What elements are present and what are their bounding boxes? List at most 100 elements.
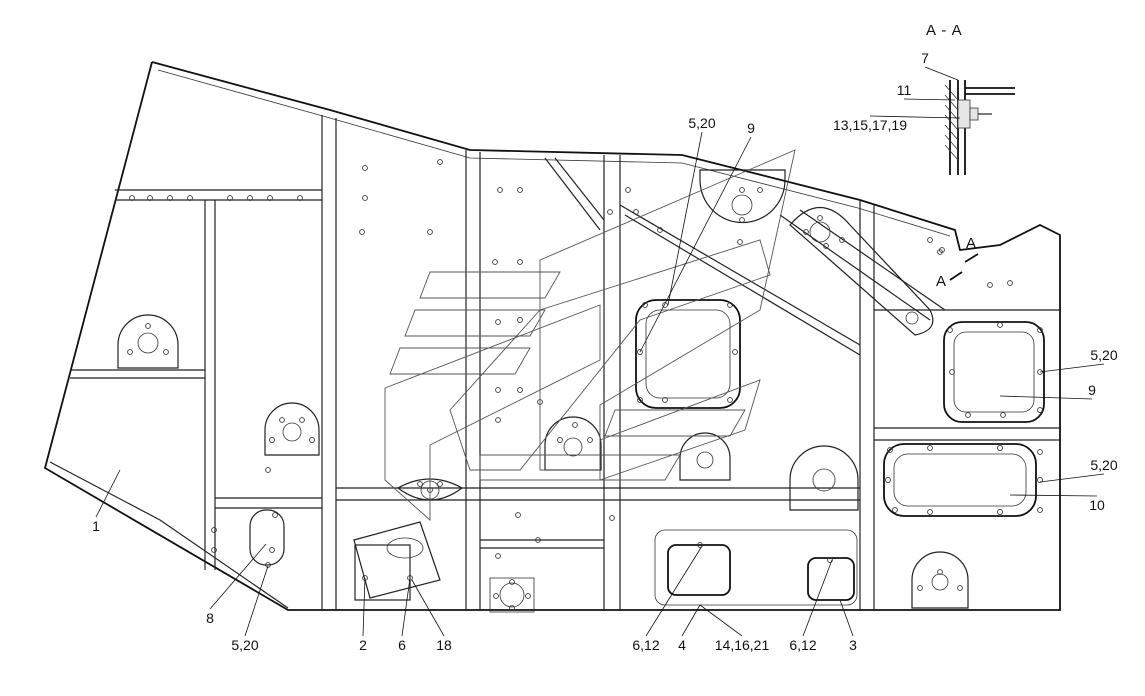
vertical-posts [204,115,875,610]
fastener-hole [892,507,898,513]
leader-line-c-3 [839,599,854,637]
fastener-hole [493,593,499,599]
callout-label-c-5-20-r2: 5,20 [1090,457,1117,473]
callout-label-c-6-12-a: 6,12 [632,637,659,653]
fastener-hole [145,323,151,329]
bracket-center-right [679,432,731,481]
fastener-hole [167,195,173,201]
fastener-hole [497,187,503,193]
fastener-hole [625,187,631,193]
fastener-hole [633,209,639,215]
fastener-hole [265,467,271,473]
section-mark-upper: A [966,235,977,252]
fastener-hole [927,237,933,243]
fastener-hole [437,481,443,487]
fastener-hole [227,195,233,201]
fastener-hole [957,585,963,591]
fastener-hole [727,302,733,308]
fastener-hole [587,437,593,443]
fastener-hole [509,579,515,585]
fastener-hole [147,195,153,201]
fastener-hole [739,217,745,223]
leader-lines [95,66,1105,637]
fastener-hole [299,417,305,423]
horizontal-rails [70,189,1060,549]
cover-bottom-frame [654,529,858,606]
fastener-hole [495,319,501,325]
callout-label-c-6: 6 [398,637,406,653]
fastener-hole [517,387,523,393]
callout-label-c-9-r: 9 [1088,382,1096,398]
fastener-hole [272,512,278,518]
fastener-hole [362,195,368,201]
fastener-hole [437,159,443,165]
fastener-hole [657,227,663,233]
fastener-hole [987,282,993,288]
fastener-hole [827,557,833,563]
fastener-hole [839,237,845,243]
fastener-hole [1037,407,1043,413]
callout-label-c-5-20-bl: 5,20 [231,637,258,653]
callout-label-c-14-16-21: 14,16,21 [715,637,770,653]
hatches [249,299,1045,606]
watermark [384,149,796,522]
hatch-bottom-left [667,544,731,596]
fastener-hole [965,412,971,418]
round-cover-left [249,509,285,566]
leader-line-c-5-20-bl [244,565,269,637]
fastener-hole [732,349,738,355]
bracket-top-center [699,169,786,224]
leader-line-c-6-12-b [802,559,833,637]
callout-label-c-3: 3 [849,637,857,653]
fastener-hole [949,369,955,375]
frame-outline [43,61,1061,611]
pivot-brackets [117,169,969,613]
plate-tilted [353,521,441,599]
callout-label-c-13-15-17-19: 13,15,17,19 [833,117,907,133]
fastener-hole [525,593,531,599]
leader-line-c-5-20-r1 [1039,363,1105,373]
fastener-hole [211,547,217,553]
leader-line-c-10 [1009,494,1098,497]
section-view-a-a [944,80,1015,175]
fastener-hole [697,542,703,548]
fastener-hole [757,187,763,193]
callout-label-c-9-top: 9 [747,120,755,136]
callout-label-c-10: 10 [1089,497,1105,513]
bracket-left-upper [117,314,179,369]
fastener-hole [211,527,217,533]
fastener-hole [515,512,521,518]
fastener-hole [495,553,501,559]
callout-label-c-4: 4 [678,637,686,653]
fastener-hole [947,327,953,333]
hatch-right-lower [883,443,1037,517]
fastener-hole [267,195,273,201]
fastener-hole [997,322,1003,328]
fastener-hole [517,187,523,193]
callout-label-c-7: 7 [921,50,929,66]
leader-line-c-7 [924,66,959,81]
fastener-hole [1007,280,1013,286]
callout-label-c-11: 11 [897,82,912,98]
fastener-hole [495,387,501,393]
fastener-holes [127,159,1043,611]
fastener-hole [739,187,745,193]
bracket-bottom-right [911,551,969,609]
leader-line-c-2 [362,577,366,637]
fastener-hole [265,562,271,568]
left-panel-edge [49,461,289,609]
fastener-hole [535,537,541,543]
leader-line-c-5-20-top [667,131,703,306]
fastener-hole [885,477,891,483]
fastener-hole [495,417,501,423]
fastener-hole [637,349,643,355]
fastener-hole [917,585,923,591]
fastener-hole [727,397,733,403]
leader-line-c-9-r [999,395,1093,400]
hatch-right-upper [943,321,1045,423]
fastener-hole [637,397,643,403]
leader-line-c-6 [401,577,411,637]
callout-label-c-8: 8 [206,610,214,626]
